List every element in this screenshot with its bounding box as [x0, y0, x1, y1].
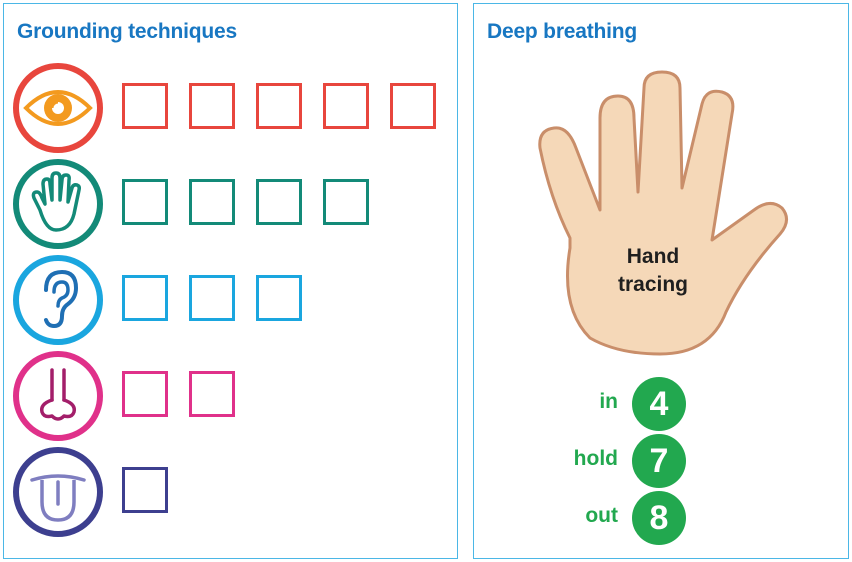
sight-checkbox[interactable]	[323, 83, 369, 129]
breathing-title: Deep breathing	[487, 20, 638, 43]
breath-step-label: in	[599, 390, 618, 413]
grounding-title: Grounding techniques	[17, 20, 237, 43]
touch-checkbox[interactable]	[256, 179, 302, 225]
touch-checkbox[interactable]	[189, 179, 235, 225]
smell-checkbox[interactable]	[122, 371, 168, 417]
sight-checkbox[interactable]	[390, 83, 436, 129]
touch-checkbox[interactable]	[323, 179, 369, 225]
sight-checkbox[interactable]	[189, 83, 235, 129]
breath-step-count: 8	[632, 491, 686, 545]
taste-checkbox[interactable]	[122, 467, 168, 513]
breath-step-count: 7	[632, 434, 686, 488]
sight-row	[12, 62, 452, 154]
ear-icon	[13, 255, 103, 345]
sight-checkbox[interactable]	[122, 83, 168, 129]
hearing-checkbox[interactable]	[189, 275, 235, 321]
hand-label-line2: tracing	[617, 273, 688, 296]
touch-row	[12, 158, 452, 250]
tongue-icon	[13, 447, 103, 537]
breath-step-label: hold	[573, 447, 618, 470]
hearing-checkbox[interactable]	[256, 275, 302, 321]
hearing-checkbox[interactable]	[122, 275, 168, 321]
hand-icon	[13, 159, 103, 249]
breath-step-hold: hold 7	[520, 434, 690, 488]
eye-icon	[13, 63, 103, 153]
hand-tracing-label: Hand tracing	[598, 243, 708, 299]
touch-checkbox[interactable]	[122, 179, 168, 225]
breath-step-label: out	[585, 504, 618, 527]
hand-tracing-icon	[538, 70, 788, 356]
breath-step-in: in 4	[520, 377, 690, 431]
sight-checkbox[interactable]	[256, 83, 302, 129]
breath-step-count: 4	[632, 377, 686, 431]
smell-row	[12, 350, 452, 442]
smell-checkbox[interactable]	[189, 371, 235, 417]
breath-step-out: out 8	[520, 491, 690, 545]
hand-label-line1: Hand	[626, 245, 680, 268]
taste-row	[12, 446, 452, 538]
nose-icon	[13, 351, 103, 441]
hearing-row	[12, 254, 452, 346]
